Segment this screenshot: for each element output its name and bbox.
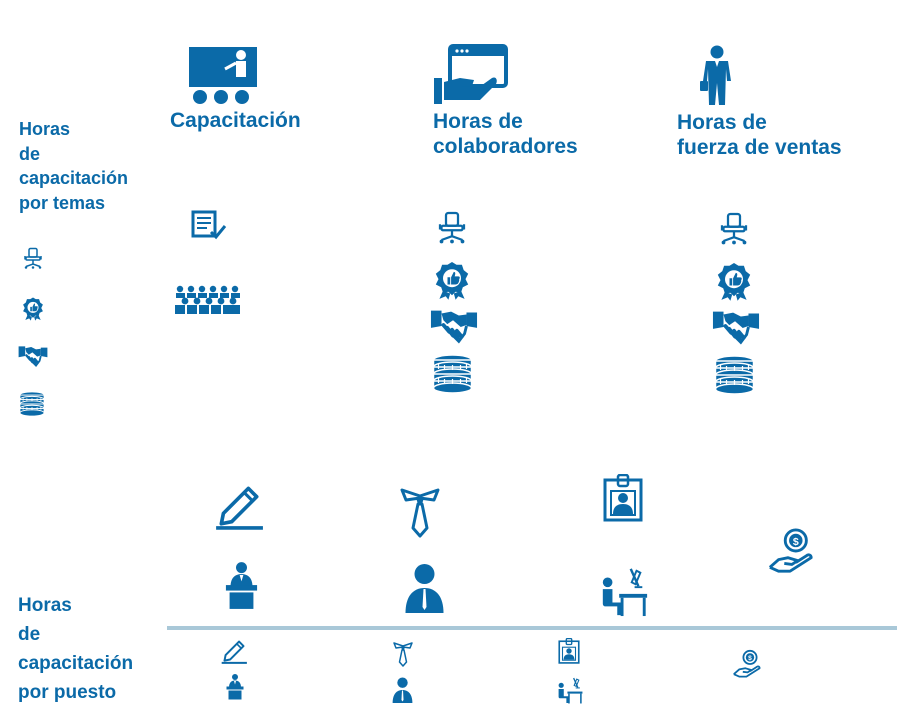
coin-stack-icon	[18, 391, 46, 417]
tie-icon	[400, 486, 440, 540]
office-chair-icon	[719, 209, 749, 249]
handshake-icon	[430, 306, 478, 346]
presentation-board-icon	[189, 45, 257, 107]
desk-worker-icon	[599, 565, 649, 617]
person-icon	[392, 677, 413, 703]
id-badge-icon	[558, 638, 580, 664]
coin-stack-icon	[712, 355, 757, 395]
person-icon	[404, 563, 445, 613]
tie-icon	[393, 641, 413, 668]
column-title-capacitacion: Capacitación	[170, 109, 301, 132]
group-audience-icon	[174, 284, 241, 314]
label-horas-por-temas: Horas de capacitación por temas	[19, 119, 129, 213]
office-chair-icon	[437, 208, 467, 248]
award-badge-icon	[716, 260, 752, 302]
column-title-fuerza-ventas: Horas de fuerza de ventas	[677, 111, 842, 160]
speaker-podium-icon	[226, 673, 244, 701]
checklist-icon	[191, 210, 227, 240]
handshake-icon	[712, 307, 760, 347]
speaker-podium-icon	[225, 560, 258, 612]
coin-stack-icon	[430, 354, 475, 394]
businessman-icon	[700, 45, 734, 107]
money-hand-icon	[767, 527, 815, 575]
pencil-icon	[220, 636, 248, 664]
id-badge-icon	[603, 474, 643, 522]
office-chair-icon	[23, 246, 43, 271]
hand-holding-window-icon	[434, 44, 510, 106]
pencil-icon	[213, 478, 265, 530]
desk-worker-icon	[557, 676, 583, 704]
handshake-icon	[18, 343, 48, 369]
divider-line	[167, 626, 897, 630]
award-badge-icon	[434, 259, 470, 301]
column-title-colaboradores: Horas de colaboradores	[433, 110, 578, 159]
money-hand-icon	[732, 648, 762, 680]
label-horas-por-puesto: Horas de capacitación por puesto	[18, 595, 134, 703]
award-badge-icon	[22, 295, 44, 322]
